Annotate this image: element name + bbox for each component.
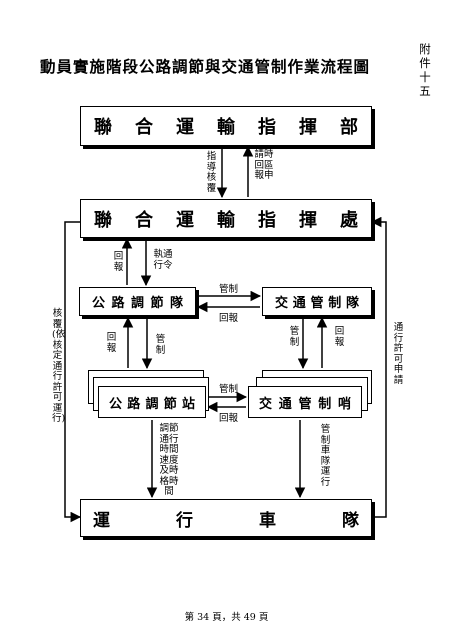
label-char: 聯 [94, 117, 112, 138]
arrow-approve-left [64, 221, 82, 523]
label-control-3: 管制 [289, 326, 300, 348]
road-team-box: 公路調節隊 [79, 287, 196, 316]
label-char: 通 [278, 396, 292, 412]
label-char: 指 [258, 209, 276, 231]
label-control-1: 管制 [219, 284, 239, 295]
label-char: 節 [150, 296, 164, 311]
label-char: 隊 [342, 510, 359, 531]
label-char: 節 [163, 396, 177, 412]
label-char: 行 [176, 510, 193, 531]
label-char: 揮 [299, 117, 317, 138]
label-char: 公 [109, 396, 123, 412]
traffic-post-label: 交通管制哨 [259, 387, 351, 417]
hq-command-box: 聯合運輸指揮部 [80, 106, 372, 146]
label-char: 管 [310, 296, 324, 311]
label-char: 交 [275, 296, 289, 311]
label-char: 通 [292, 296, 306, 311]
traffic-team-box: 交通管制隊 [262, 287, 372, 316]
vehicles-box: 運行車隊 [80, 499, 372, 537]
label-report-3: 回報 [106, 332, 117, 354]
label-char: 站 [181, 396, 195, 412]
label-guide-approve: 指導核覆 [206, 151, 217, 194]
label-report-5: 回報 [219, 413, 239, 424]
label-char: 調 [145, 396, 159, 412]
vehicles-label: 運行車隊 [93, 500, 359, 536]
label-char: 輸 [217, 209, 235, 231]
label-char: 合 [135, 209, 153, 231]
hq-command-label: 聯合運輸指揮部 [94, 107, 358, 145]
label-control-4: 管制 [219, 384, 239, 395]
label-char: 隊 [169, 296, 183, 311]
label-char: 制 [328, 296, 342, 311]
label-control-vehicles: 管制車隊運行 [320, 424, 331, 488]
label-report-4: 回報 [334, 326, 345, 348]
command-office-label: 聯合運輸指揮處 [94, 200, 358, 237]
label-char: 合 [135, 117, 153, 138]
traffic-post-box: 交通管制哨 [248, 386, 362, 418]
label-char: 運 [176, 209, 194, 231]
label-char: 路 [111, 296, 125, 311]
label-char: 調 [130, 296, 144, 311]
label-approve-left: 核覆(依核定通行許可運行) [52, 308, 66, 424]
label-char: 揮 [299, 209, 317, 231]
page-title: 動員實施階段公路調節與交通管制作業流程圖 [40, 57, 371, 76]
label-control-2: 管制 [155, 334, 166, 356]
label-char: 指 [258, 117, 276, 138]
command-office-box: 聯合運輸指揮處 [80, 199, 372, 238]
appendix-label: 附件十五 [419, 42, 431, 98]
road-team-label: 公路調節隊 [92, 288, 183, 315]
road-station-box: 公路調節站 [98, 386, 206, 418]
label-execute-order: 執通行令 [153, 249, 173, 271]
label-char: 交 [259, 396, 273, 412]
label-char: 路 [127, 396, 141, 412]
page-footer: 第 34 頁，共 49 頁 [184, 612, 269, 623]
label-char: 管 [298, 396, 312, 412]
label-char: 部 [340, 117, 358, 138]
label-char: 車 [259, 510, 276, 531]
label-report-2: 回報 [219, 313, 239, 324]
traffic-team-label: 交通管制隊 [275, 288, 359, 315]
label-char: 隊 [345, 296, 359, 311]
label-apply-right: 通行許可申請 [393, 322, 404, 386]
arrow-apply-right [370, 216, 387, 518]
label-char: 公 [92, 296, 106, 311]
label-char: 運 [176, 117, 194, 138]
label-char: 聯 [94, 209, 112, 231]
label-char: 哨 [337, 396, 351, 412]
road-station-label: 公路調節站 [109, 387, 195, 417]
label-adjust-notes: 調節通行時間速度及時格時間 [159, 423, 179, 497]
label-char: 輸 [217, 117, 235, 138]
label-char: 運 [93, 510, 110, 531]
label-char: 處 [340, 209, 358, 231]
label-char: 制 [318, 396, 332, 412]
label-report-1: 回報 [113, 251, 124, 273]
label-request-report: 請時回區報申 [254, 149, 274, 181]
